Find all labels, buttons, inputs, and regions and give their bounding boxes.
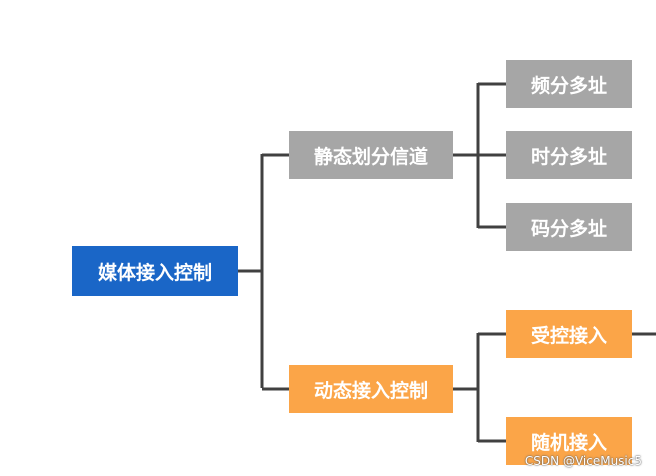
dynamic-access-node: 动态接入控制 <box>289 365 453 413</box>
dynamic-access-label: 动态接入控制 <box>313 379 428 402</box>
random-access-node: 随机接入 <box>506 417 632 465</box>
root-node: 媒体接入控制 <box>72 246 238 296</box>
static-channel-node: 静态划分信道 <box>289 131 453 179</box>
watermark: CSDN @ViceMusic5 <box>524 454 642 468</box>
static-channel-label: 静态划分信道 <box>313 145 428 168</box>
tdma-label: 时分多址 <box>530 145 607 168</box>
tdma-node: 时分多址 <box>506 131 632 179</box>
controlled-access-label: 受控接入 <box>530 324 607 347</box>
cdma-label: 码分多址 <box>530 217 607 240</box>
fdma-node: 频分多址 <box>506 60 632 108</box>
fdma-label: 频分多址 <box>530 74 607 97</box>
root-node-label: 媒体接入控制 <box>97 261 212 284</box>
controlled-access-node: 受控接入 <box>506 310 632 358</box>
random-access-label: 随机接入 <box>530 431 607 454</box>
cdma-node: 码分多址 <box>506 203 632 251</box>
